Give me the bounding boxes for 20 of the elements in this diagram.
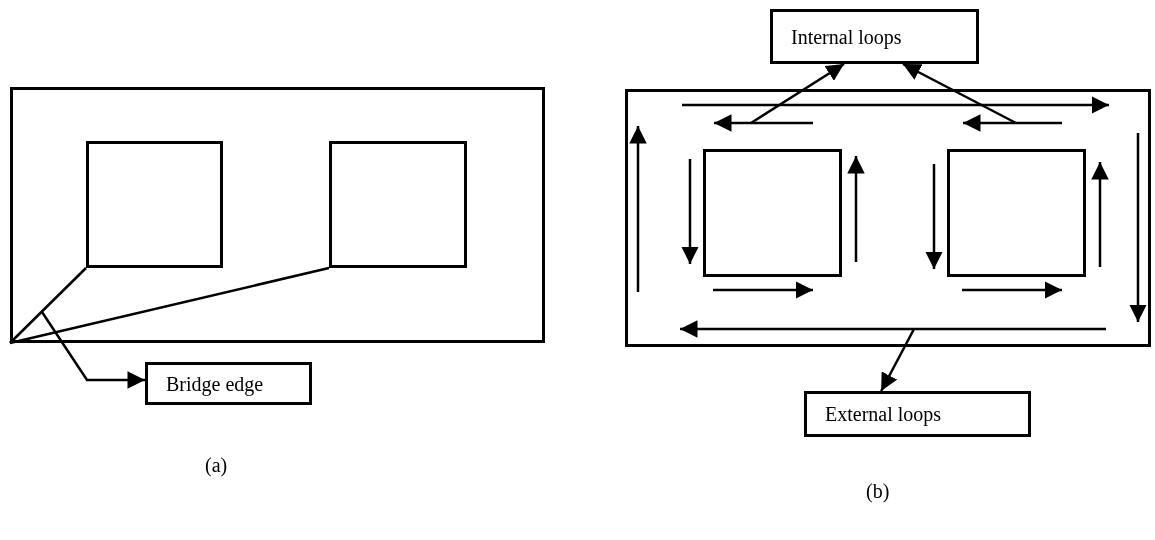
- box-text: External loops: [825, 404, 942, 424]
- box-text: Bridge edge: [166, 373, 264, 394]
- panel-label: (a): [205, 455, 228, 475]
- empty-box: [10, 87, 545, 343]
- panel-label: (b): [866, 481, 890, 501]
- leader-arrow: [40, 311, 145, 389]
- bridge-line: [9, 267, 87, 344]
- label-box: [145, 362, 312, 405]
- empty-box: [329, 141, 467, 268]
- leader-arrow: [750, 62, 845, 125]
- bridge-line: [9, 266, 330, 345]
- label-box: [770, 9, 979, 64]
- label-box: [804, 391, 1031, 437]
- leader-arrow: [902, 62, 1017, 125]
- empty-box: [625, 89, 1151, 347]
- empty-box: [703, 149, 842, 277]
- box-text: Internal loops: [791, 26, 902, 47]
- leader-arrow: [880, 328, 916, 392]
- empty-box: [86, 141, 223, 268]
- empty-box: [947, 149, 1086, 277]
